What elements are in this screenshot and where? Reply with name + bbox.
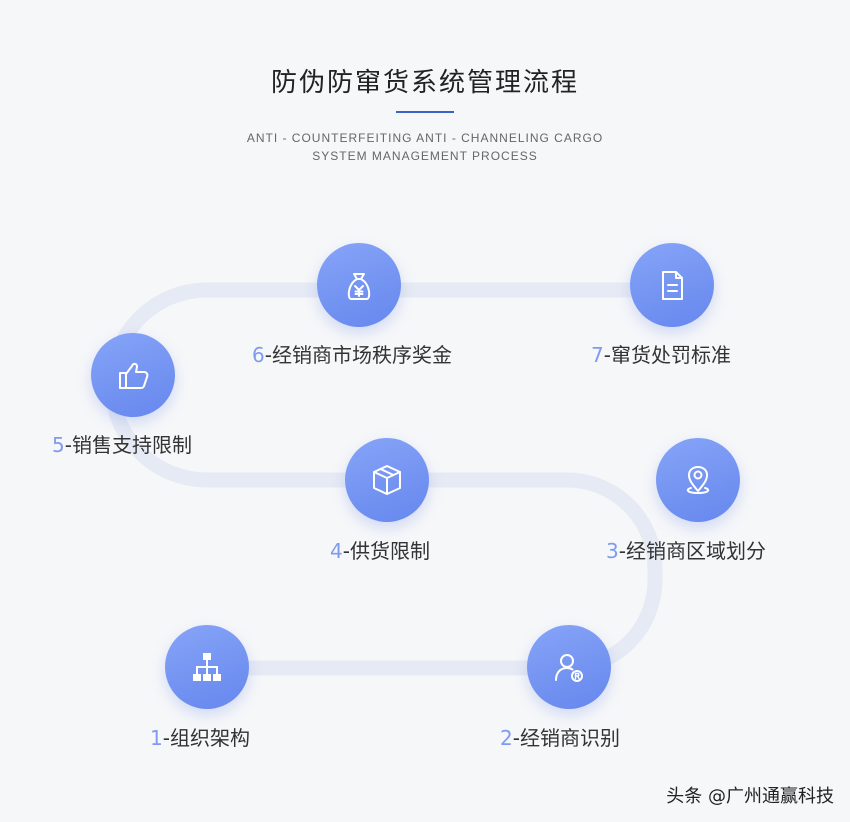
- step-3-label: 3-经销商区域划分: [606, 535, 766, 564]
- step-7-label: 7-窜货处罚标准: [591, 339, 731, 368]
- step-7-node: [630, 243, 714, 327]
- step-6-text: -经销商市场秩序奖金: [264, 343, 452, 367]
- watermark: 头条 @广州通赢科技: [666, 786, 834, 807]
- step-1-node: [165, 625, 249, 709]
- step-4-node: [345, 438, 429, 522]
- thumbs-up-icon: [119, 362, 149, 389]
- step-3-number: 3: [606, 539, 619, 563]
- step-5-node: [91, 333, 175, 417]
- step-2-node: [527, 625, 611, 709]
- step-5-number: 5: [52, 433, 65, 457]
- step-1-number: 1: [150, 726, 163, 750]
- step-1-text: -组织架构: [162, 726, 250, 750]
- step-4-number: 4: [330, 539, 343, 563]
- step-7-number: 7: [591, 343, 604, 367]
- page-title: 防伪防窜货系统管理流程: [270, 68, 579, 98]
- step-4-label: 4-供货限制: [330, 535, 430, 564]
- money-bag-icon: [347, 273, 371, 300]
- step-4-text: -供货限制: [342, 539, 430, 563]
- step-5-label: 5-销售支持限制: [52, 429, 192, 458]
- step-1-label: 1-组织架构: [150, 722, 250, 751]
- user-registered-icon: [555, 654, 583, 682]
- step-7-text: -窜货处罚标准: [603, 343, 731, 367]
- location-pin-icon: [686, 466, 710, 494]
- document-icon: [662, 271, 683, 300]
- org-chart-icon: [193, 653, 221, 681]
- step-6-node: [317, 243, 401, 327]
- step-2-label: 2-经销商识别: [500, 722, 620, 751]
- step-6-label: 6-经销商市场秩序奖金: [252, 339, 452, 368]
- box-icon: [373, 465, 401, 495]
- step-6-number: 6: [252, 343, 265, 367]
- step-3-node: [656, 438, 740, 522]
- subtitle-line1: ANTI - COUNTERFEITING ANTI - CHANNELING …: [246, 131, 604, 145]
- step-2-number: 2: [500, 726, 513, 750]
- step-2-text: -经销商识别: [512, 726, 620, 750]
- step-5-text: -销售支持限制: [64, 433, 192, 457]
- step-3-text: -经销商区域划分: [618, 539, 766, 563]
- title-underline: [396, 111, 454, 113]
- subtitle-line2: SYSTEM MANAGEMENT PROCESS: [312, 149, 538, 163]
